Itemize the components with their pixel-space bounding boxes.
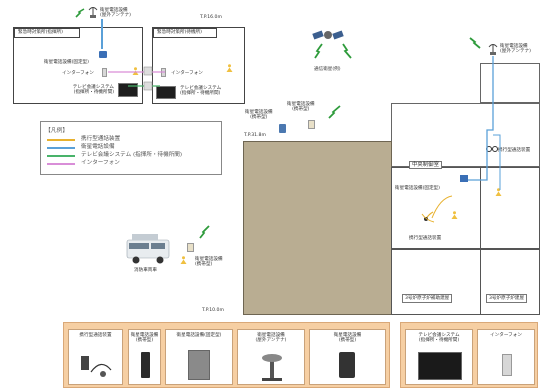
building-tower	[480, 63, 540, 103]
legend-label: テレビ会議システム (指揮所・待機所間)	[81, 152, 183, 158]
fire-vehicle-image	[126, 234, 170, 264]
intercom-image	[502, 354, 512, 376]
equipment-tile-label: 衛星電話設備 (携帯型)	[130, 333, 159, 344]
equipment-tile: インターフォン	[477, 329, 535, 385]
satellite-icon	[312, 30, 344, 40]
field-phone-icon	[187, 243, 194, 252]
standby-person-icon	[226, 64, 233, 72]
portable-satphone-image	[339, 352, 355, 378]
hq-height-label: T.P.16.0m	[200, 15, 222, 20]
roof-left-label: 衛星電話設備 (携帯型)	[245, 110, 273, 121]
main-building	[243, 141, 392, 315]
legend-label: 衛星電話設備	[81, 144, 115, 150]
roof-waves-icon	[328, 105, 341, 119]
equipment-tile-label: 携行型通話装置	[79, 333, 112, 338]
equipment-tile: 衛星電話設備 (携帯型)	[128, 329, 161, 385]
aux-room-right-label: 3号炉原子炉建屋	[486, 294, 528, 304]
equipment-panel-left: 携行型通話装置 衛星電話設備 (携帯型) 衛星電話設備(固定型) 衛星電話設備 …	[63, 322, 390, 388]
legend-row: インターフォン	[47, 160, 177, 167]
legend-box: 【凡例】 携行型通話装置 衛星電話設備 テレビ会議システム (指揮所・待機所間)…	[40, 121, 222, 175]
hq-antenna-icon	[88, 7, 98, 18]
right-antenna-waves-icon	[469, 37, 481, 49]
legend-swatch	[47, 147, 75, 149]
equipment-tile: 衛星電話設備(固定型)	[165, 329, 233, 385]
portable-device-label: 携行型通話装置	[409, 236, 442, 241]
ctrl-satphone-icon	[460, 175, 468, 182]
portable-right-label: 携行型通話装置	[498, 148, 531, 153]
equipment-tile-label: インターフォン	[490, 333, 522, 338]
right-antenna-label: 衛星電話設備 (屋外アンテナ)	[500, 44, 531, 55]
standby-intercom-label: インターフォン	[171, 71, 203, 76]
shelter-standby-title: 緊急時対策所(待機所)	[153, 28, 217, 38]
right-room	[480, 167, 540, 249]
portable-device-icon	[424, 211, 434, 221]
standby-tv-monitor	[156, 86, 176, 99]
fire-vehicle-label: 消防車両車	[134, 268, 157, 273]
legend-title: 【凡例】	[45, 128, 69, 134]
hq-intercom-label: インターフォン	[62, 71, 94, 76]
satellite-label: 通信衛星(例)	[314, 67, 341, 72]
satellite-waves-icon	[314, 43, 352, 59]
equipment-panel-right: テレビ会議システム (指揮所・待機所間) インターフォン	[400, 322, 538, 388]
handheld-satphone-image	[141, 352, 150, 378]
equipment-tile: 携行型通話装置	[68, 329, 123, 385]
hq-satphone-icon	[99, 51, 107, 58]
hq-signal-waves-icon	[75, 8, 85, 18]
legend-swatch	[47, 155, 75, 157]
control-room-label: 中央制御室	[409, 161, 442, 170]
equipment-tile: テレビ会議システム (指揮所・待機所間)	[405, 329, 473, 385]
ground-height-label: T.P.10.0m	[202, 308, 224, 313]
equipment-tile-label: 衛星電話設備(固定型)	[176, 333, 222, 338]
fixed-satphone-image	[188, 350, 210, 380]
hq-tv-label: テレビ会議システム (指揮所・待機所間)	[72, 85, 114, 96]
roof-portable-label: 衛星電話設備 (携帯型)	[287, 102, 315, 113]
tv-conference-image	[418, 352, 462, 380]
legend-swatch	[47, 139, 75, 141]
legend-swatch	[47, 163, 75, 165]
legend-row: 携行型通話装置	[47, 136, 177, 143]
main-height-label: T.P.31.8m	[244, 133, 266, 138]
hq-person-icon	[132, 67, 139, 75]
hq-satphone-label: 衛星電話設備(固定型)	[44, 60, 89, 65]
standby-tv-label: テレビ会議システム (指揮所・待機所間)	[180, 86, 222, 97]
field-satphone-label: 衛星電話設備 (携帯型)	[195, 257, 223, 268]
aux-room-left-label: 3号炉原子炉補助建屋	[402, 294, 453, 304]
legend-row: 衛星電話設備	[47, 144, 177, 151]
standby-intercom-icon	[161, 68, 166, 77]
shelter-hq-box: 緊急時対策所(指揮所) 衛星電話設備(固定型) インターフォン テレビ会議システ…	[13, 27, 143, 104]
legend-label: 携行型通話装置	[81, 136, 121, 142]
ctrl-satphone-label: 衛星電話設備(固定型)	[395, 186, 440, 191]
equipment-tile: 衛星電話設備 (屋外アンテナ)	[237, 329, 305, 385]
outdoor-antenna-image	[262, 354, 282, 381]
equipment-tile-label: テレビ会議システム (指揮所・待機所間)	[418, 333, 460, 344]
right-person-icon	[495, 188, 502, 196]
field-person-icon	[180, 256, 187, 264]
legend-row: テレビ会議システム (指揮所・待機所間)	[47, 152, 182, 159]
hq-tv-monitor	[118, 83, 138, 97]
hq-antenna-cable	[101, 19, 103, 49]
legend-label: インターフォン	[81, 160, 120, 166]
aux-room-left	[391, 249, 481, 315]
shelter-hq-title: 緊急時対策所(指揮所)	[14, 28, 80, 38]
shelter-standby-box: 緊急時対策所(待機所) インターフォン テレビ会議システム (指揮所・待機所間)	[152, 27, 245, 104]
ctrl-person-icon	[451, 211, 458, 219]
field-waves-icon	[199, 225, 210, 239]
portable-device-image	[81, 356, 112, 377]
equipment-tile-label: 衛星電話設備 (屋外アンテナ)	[255, 333, 287, 344]
right-antenna-icon	[488, 44, 498, 55]
equipment-tile-label: 衛星電話設備 (携帯型)	[333, 333, 362, 344]
equipment-tile: 衛星電話設備 (携帯型)	[309, 329, 386, 385]
building-upper-right	[391, 103, 540, 167]
hq-intercom-icon	[102, 68, 107, 77]
roof-left-phone-icon	[279, 124, 286, 133]
portable-right-icon	[486, 146, 498, 152]
aux-room-right	[480, 249, 540, 315]
roof-right-phone-icon	[308, 120, 315, 129]
hq-antenna-label: 衛星電話設備 (屋外アンテナ)	[100, 8, 131, 19]
